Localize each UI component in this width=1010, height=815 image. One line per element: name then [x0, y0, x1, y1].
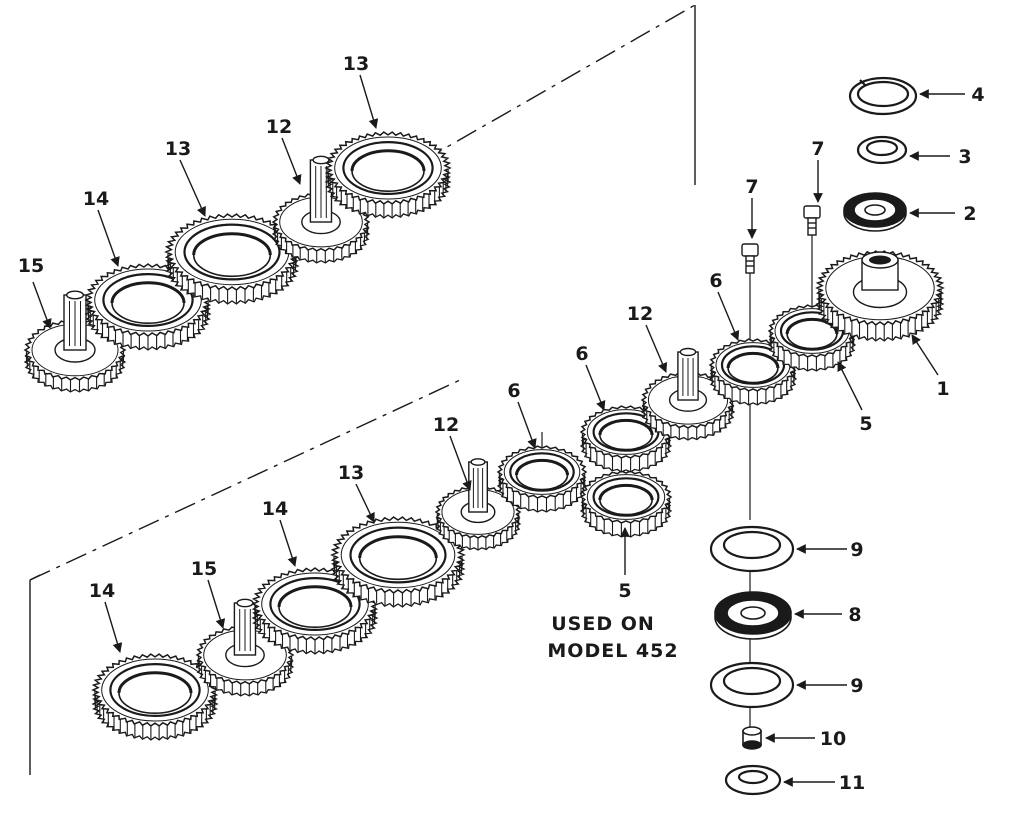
callout-15-lower: 15: [191, 558, 217, 580]
note-line-2: MODEL 452: [547, 640, 678, 662]
gear-12-middle: [434, 458, 522, 551]
callout-7-right: 7: [811, 138, 824, 160]
callout-15-upper: 15: [18, 255, 44, 277]
callout-5-upper: 5: [859, 413, 872, 435]
callout-9-upper: 9: [850, 539, 863, 561]
gear-15-upper: [23, 290, 127, 393]
callout-1: 1: [936, 378, 949, 400]
bearing-8: [714, 591, 792, 640]
spacer-6-right: [708, 338, 798, 406]
callout-10: 10: [820, 728, 846, 750]
callout-9-lower: 9: [850, 675, 863, 697]
callout-labels: 4 3 2 1 5 7 7 6 12 6 6 12 13 14 15 14 5 …: [18, 53, 985, 794]
leader-arrows: [32, 74, 965, 787]
spacer-6-left: [496, 445, 588, 513]
spacer-5-lower: [579, 470, 673, 538]
callout-12-middle: 12: [433, 414, 459, 436]
gear-13-upper: [324, 131, 452, 219]
gear-1-hub: [815, 250, 945, 342]
snap-ring-3: [856, 135, 908, 165]
callout-12-upper: 12: [266, 116, 292, 138]
callout-13-upper: 13: [343, 53, 369, 75]
callout-14-lower: 14: [89, 580, 115, 602]
callout-6-middle: 6: [575, 343, 588, 365]
note-line-1: USED ON: [551, 613, 655, 635]
callout-5-lower: 5: [618, 580, 631, 602]
gear-13-lower: [330, 516, 466, 608]
boundary-corner: [29, 574, 41, 581]
callout-3: 3: [958, 146, 971, 168]
bushing-10: [742, 726, 762, 750]
callout-14-middle: 14: [262, 498, 288, 520]
gear-group: [23, 131, 945, 741]
gear-13-middle: [164, 213, 300, 305]
callout-7-left: 7: [745, 176, 758, 198]
callout-4: 4: [971, 84, 984, 106]
callout-6-left: 6: [507, 380, 520, 402]
callout-14-upper: 14: [83, 188, 109, 210]
washer-9-lower: [709, 661, 795, 709]
gear-12-right: [640, 347, 736, 441]
callout-2: 2: [963, 203, 976, 225]
bearing-2: [843, 192, 907, 232]
model-note: USED ON MODEL 452: [547, 613, 678, 662]
callout-6-right: 6: [709, 270, 722, 292]
snap-ring-4: [848, 76, 918, 116]
callout-13-middle: 13: [165, 138, 191, 160]
screw-left: [741, 243, 759, 274]
callout-11: 11: [839, 772, 865, 794]
callout-13-lower: 13: [338, 462, 364, 484]
callout-8: 8: [848, 604, 861, 626]
screw-right: [803, 205, 821, 236]
washer-11: [724, 764, 782, 796]
callout-12-right: 12: [627, 303, 653, 325]
gear-14-lower: [91, 653, 219, 741]
washer-9-upper: [709, 525, 795, 573]
